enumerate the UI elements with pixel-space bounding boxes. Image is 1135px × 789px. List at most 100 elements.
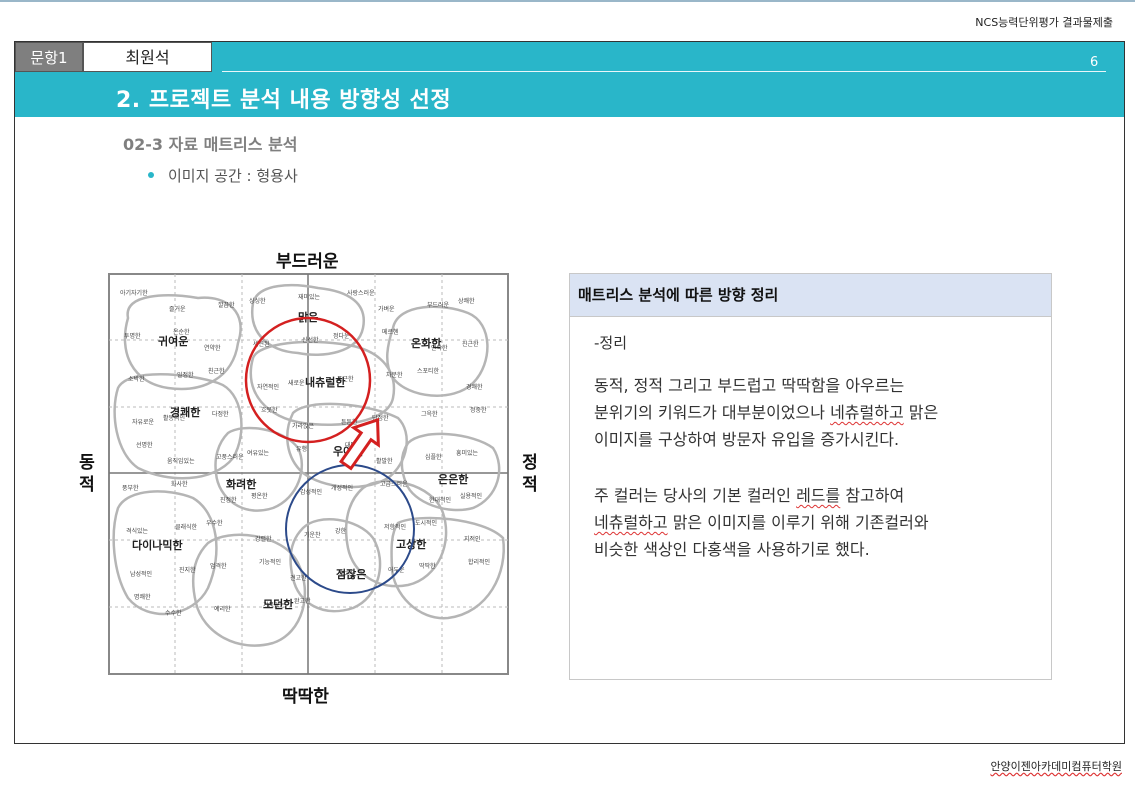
matrix-group-label: 점잖은 [336, 567, 366, 581]
paragraph-2-line-1: 주 컬러는 당사의 기본 컬러인 레드를 참고하여 [594, 486, 905, 505]
matrix-keyword: 정중한 [470, 407, 487, 414]
matrix-keyword: 무거운 [339, 570, 356, 578]
question-tab: 문항1 [15, 42, 83, 72]
panel-heading: 매트리스 분석에 따른 방향 정리 [570, 274, 1051, 317]
matrix-keyword: 부드러운 [427, 301, 450, 309]
matrix-group-label: 화려한 [226, 477, 256, 491]
paragraph-1-line-3: 이미지를 구상하여 방문자 유입을 증가시킨다. [594, 430, 900, 449]
page-number: 6 [1090, 55, 1099, 70]
matrix-keyword: 포근한 [337, 376, 354, 383]
matrix-keyword: 엄격한 [210, 562, 227, 570]
group-label-layer: 귀여운맑은온화한내츄럴한경쾌한우아한화려한은은한다이나믹한고상한점잖은모던한 [132, 311, 468, 611]
matrix-keyword: 예리한 [214, 605, 231, 613]
matrix-keyword: 튼튼한 [341, 419, 358, 426]
section-subtitle: 02-3 자료 매트리스 분석 [123, 135, 298, 154]
matrix-keyword: 그윽한 [421, 411, 438, 418]
matrix-keyword: 세련된 [253, 340, 270, 348]
matrix-keyword: 깔끔한 [218, 301, 235, 309]
matrix-keyword: 합리적인 [468, 558, 490, 566]
matrix-group-label: 경쾌한 [170, 405, 200, 419]
matrix-keyword: 가라앉은 [292, 422, 315, 430]
paragraph-2-line-2: 네츄럴하고 맑은 이미지를 이루기 위해 기존컬러와 [594, 513, 929, 532]
matrix-keyword: 견고한 [290, 574, 307, 582]
matrix-keyword: 풍부한 [122, 485, 139, 492]
axis-bottom-label: 딱딱한 [282, 687, 329, 707]
matrix-keyword: 저항적인 [384, 523, 406, 531]
matrix-keyword: 선명한 [136, 441, 153, 449]
matrix-keyword: 다정한 [212, 410, 229, 418]
small-word-layer: 아기자기한즐거운깔끔한싱싱한재미있는사랑스러운가벼운부드러운상쾌한투명한온순한연… [120, 289, 490, 617]
matrix-keyword: 차분한 [386, 371, 403, 379]
matrix-group-label: 다이나믹한 [132, 538, 183, 552]
matrix-keyword: 평온한 [251, 492, 268, 500]
matrix-keyword: 진근한 [462, 340, 479, 348]
matrix-keyword: 소박한 [128, 375, 145, 383]
matrix-keyword: 자연적인 [257, 383, 279, 391]
matrix-keyword: 진정한 [220, 496, 237, 504]
matrix-keyword: 가벼운 [378, 305, 395, 313]
matrix-keyword: 실용적인 [460, 492, 482, 500]
matrix-keyword: 지적인 [464, 535, 481, 543]
matrix-keyword: 클래식한 [175, 523, 198, 531]
paragraph-2: 주 컬러는 당사의 기본 컬러인 레드를 참고하여 네츄럴하고 맑은 이미지를 … [594, 482, 929, 563]
page-title: 2. 프로젝트 분석 내용 방향성 선정 [116, 88, 452, 113]
matrix-keyword: 수수한 [165, 610, 182, 617]
matrix-keyword: 활동적인 [163, 414, 185, 422]
matrix-keyword: 우수한 [206, 520, 223, 527]
matrix-keyword: 고풍스러운 [216, 453, 244, 461]
matrix-keyword: 흐뭇한 [261, 407, 278, 414]
matrix-keyword: 유행 [296, 445, 307, 453]
matrix-keyword: 개성적인 [331, 484, 353, 492]
matrix-keyword: 친근한 [208, 367, 225, 375]
matrix-keyword: 투명한 [124, 332, 141, 340]
top-rule [0, 0, 1135, 2]
matrix-keyword: 기운찬 [304, 531, 321, 539]
matrix-keyword: 어두운 [388, 566, 405, 574]
matrix-keyword: 안락한 [431, 344, 448, 352]
matrix-keyword: 남성적인 [130, 570, 152, 578]
matrix-keyword: 강한 [335, 527, 347, 535]
matrix-keyword: 상쾌한 [458, 297, 475, 305]
matrix-keyword: 재미있는 [298, 293, 321, 301]
matrix-keyword: 일정한 [177, 371, 194, 379]
matrix-keyword: 여유있는 [247, 449, 270, 457]
author-name: 최원석 [83, 42, 212, 72]
matrix-keyword: 활발한 [376, 457, 393, 465]
panel-subheading: -정리 [594, 334, 628, 352]
matrix-keyword: 화사한 [171, 480, 188, 488]
matrix-keyword: 도시적인 [415, 520, 437, 527]
matrix-keyword: 심플한 [425, 453, 442, 461]
matrix-group-label: 은은한 [438, 472, 468, 486]
slide-frame [14, 41, 1125, 744]
matrix-keyword: 움직임있는 [167, 457, 195, 465]
matrix-keyword: 현대적인 [429, 496, 451, 504]
matrix-keyword: 격식있는 [126, 527, 149, 535]
matrix-keyword: 연약한 [204, 344, 221, 352]
matrix-keyword: 정다운 [333, 332, 350, 340]
matrix-keyword: 신선한 [302, 336, 319, 344]
matrix-keyword: 스포티한 [417, 367, 440, 375]
matrix-keyword: 진지한 [179, 566, 196, 574]
matrix-keyword: 딱딱한 [419, 562, 436, 570]
matrix-keyword: 경쾌한 [466, 383, 483, 391]
matrix-keyword: 사랑스러운 [347, 289, 375, 297]
matrix-keyword: 아기자기한 [120, 289, 148, 297]
image-space-matrix: 아기자기한즐거운깔끔한싱싱한재미있는사랑스러운가벼운부드러운상쾌한투명한온순한연… [108, 273, 509, 675]
analysis-panel: 매트리스 분석에 따른 방향 정리 -정리 동적, 정적 그리고 부드럽고 딱딱… [569, 273, 1052, 680]
matrix-group-label: 내츄럴한 [305, 375, 345, 389]
matrix-keyword: 온순한 [173, 329, 190, 336]
matrix-keyword: 감성적인 [300, 488, 322, 496]
matrix-keyword: 새로운 [288, 379, 305, 387]
matrix-keyword: 완고한 [294, 597, 311, 605]
matrix-group-label: 온화한 [411, 336, 441, 350]
matrix-keyword: 싱싱한 [249, 297, 266, 305]
document-label: NCS능력단위평가 결과물제출 [975, 16, 1113, 29]
axis-top-label: 부드러운 [276, 252, 339, 272]
bullet-icon [148, 172, 154, 178]
highlight-circle-red [244, 316, 372, 444]
direction-arrow-icon [338, 417, 380, 471]
paragraph-1-line-2: 분위기의 키워드가 대부분이었으나 네츄럴하고 맑은 [594, 403, 939, 422]
matrix-keyword: 단정한 [372, 414, 389, 422]
matrix-keyword: 명쾌한 [134, 593, 151, 601]
matrix-keyword: 기품있는 [263, 601, 286, 609]
